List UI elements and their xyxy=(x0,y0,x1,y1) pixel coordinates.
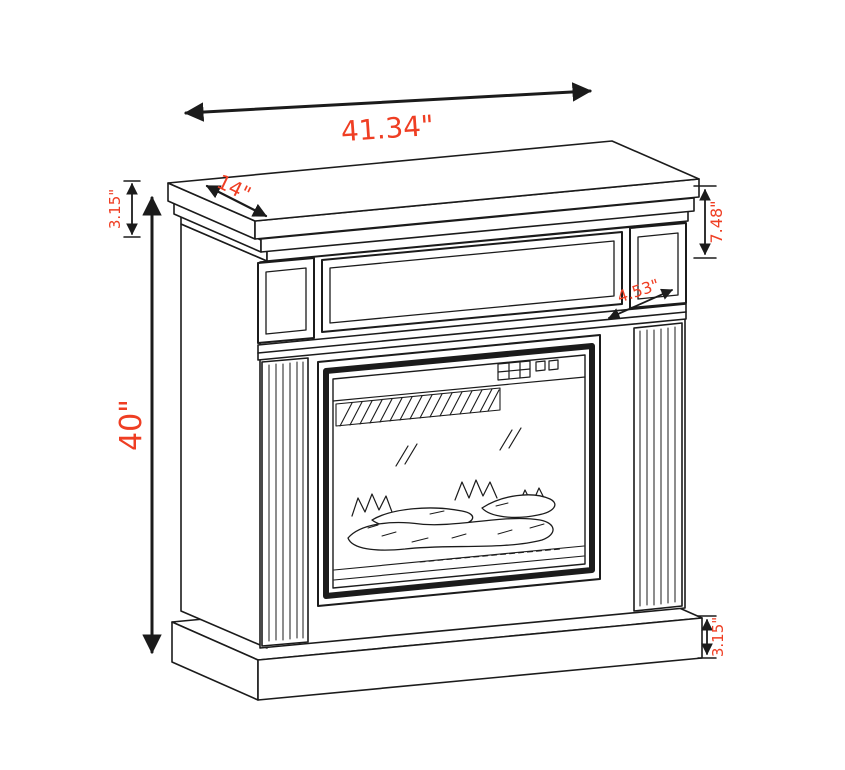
dim-header-height-label: 7.48" xyxy=(707,201,726,244)
dim-base-height: 3.15" xyxy=(697,615,727,659)
control-button xyxy=(548,359,559,371)
dim-shelf-thickness: 3.15" xyxy=(106,180,141,238)
dim-base-height-label: 3.15" xyxy=(709,617,727,657)
dim-header-height: 7.48" xyxy=(693,185,726,259)
right-pillar-flutes xyxy=(639,326,676,607)
dim-overall-width-label: 41.34" xyxy=(340,109,435,148)
dim-overall-width: 41.34" xyxy=(184,82,592,148)
dim-overall-width-arrow xyxy=(184,82,592,122)
dim-overall-height: 40" xyxy=(114,196,162,654)
dim-overall-height-label: 40" xyxy=(114,399,149,451)
heater-grille xyxy=(335,387,501,427)
dim-column-depth-arrow xyxy=(607,288,674,320)
dim-shelf-thickness-label: 3.15" xyxy=(106,189,124,229)
glass-reflections xyxy=(395,427,522,467)
right-pillar-capital xyxy=(629,222,687,309)
left-pillar-shaft xyxy=(261,357,309,647)
control-button xyxy=(535,360,546,372)
crown-molding xyxy=(173,197,695,262)
log xyxy=(347,517,554,551)
logs xyxy=(347,494,556,551)
body-left-side xyxy=(180,223,268,649)
grille-hatch xyxy=(339,388,500,427)
firebox-insert-face xyxy=(332,354,586,589)
bottom-vent xyxy=(333,545,585,581)
log xyxy=(481,494,556,519)
control-panel xyxy=(332,359,586,402)
mantel-shelf xyxy=(167,140,700,240)
dim-top-depth-arrow xyxy=(205,184,268,218)
left-pillar-flutes xyxy=(268,361,304,642)
firebox xyxy=(317,334,601,607)
firebox-black-frame xyxy=(323,343,595,599)
left-pillar-capital xyxy=(257,257,315,344)
right-pillar-shaft xyxy=(633,322,683,612)
log-texture xyxy=(367,502,545,543)
